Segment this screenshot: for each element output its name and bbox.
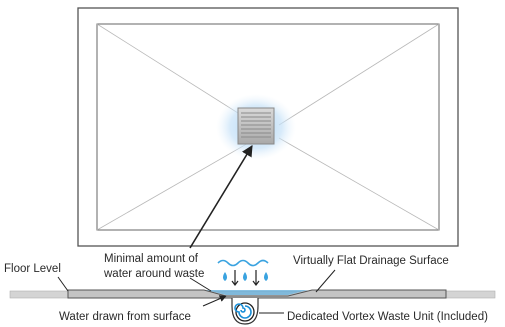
tray-plan-view	[77, 7, 459, 247]
pointer-arrow-to-grate	[189, 145, 253, 249]
vortex-unit-label: Dedicated Vortex Waste Unit (Included)	[287, 311, 488, 323]
minimal-water-label-line1: Minimal amount of	[104, 253, 199, 265]
leader-lines	[57, 269, 336, 314]
surface-water	[206, 290, 308, 295]
water-drop-icon	[217, 259, 269, 286]
leader-floor-level	[57, 276, 69, 292]
leader-flat-surface	[315, 269, 336, 293]
tray-section	[67, 289, 447, 299]
floor-level-label: Floor Level	[4, 263, 61, 275]
tray-inner-edge	[96, 23, 440, 231]
water-drawn-label: Water drawn from surface	[59, 311, 191, 323]
section-view	[9, 289, 496, 325]
vortex-icon	[231, 298, 259, 325]
grate-icon	[237, 107, 275, 145]
flat-surface-label: Virtually Flat Drainage Surface	[293, 255, 449, 267]
leader-water-drawn	[202, 295, 227, 307]
leader-minimal-water	[189, 277, 212, 292]
minimal-water-label-line2: water around waste	[103, 268, 204, 280]
